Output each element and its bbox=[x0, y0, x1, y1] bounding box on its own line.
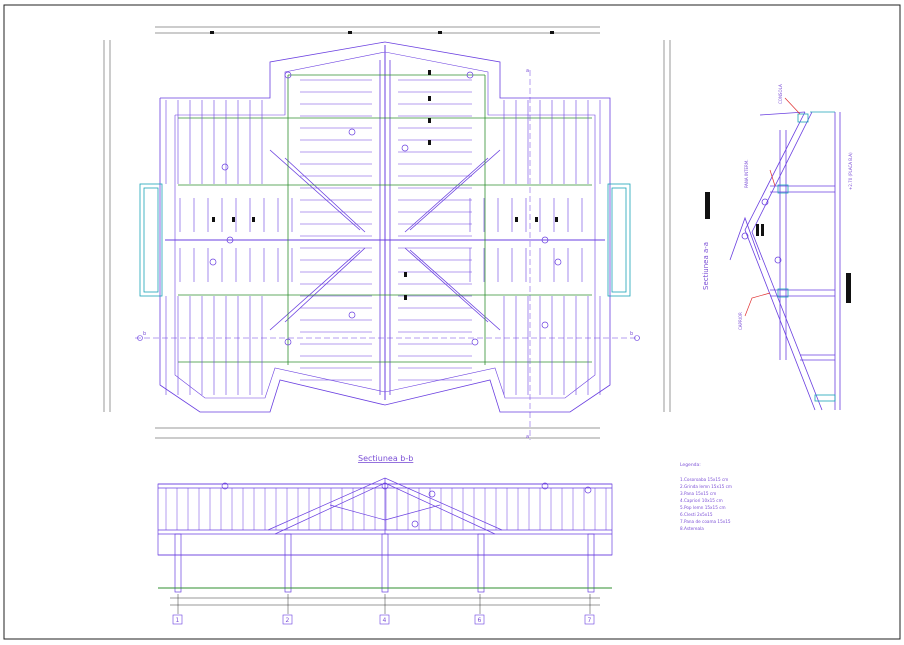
legend-item: 1.Cosoroaba 15x15 cm bbox=[680, 477, 728, 482]
sheet-border bbox=[3, 4, 901, 640]
section-cut-line-b: b b bbox=[135, 331, 640, 341]
legend-item: 3.Pana 15x15 cm bbox=[680, 491, 716, 496]
section-aa-elevation-note: +2.70 (PLACA B.A) bbox=[848, 152, 853, 190]
legend: Legenda: 1.Cosoroaba 15x15 cm 2.Grinda l… bbox=[680, 462, 732, 531]
plan-gable-overhang bbox=[139, 183, 631, 297]
annotation-caprior: CAPRIOR bbox=[738, 312, 743, 330]
section-aa bbox=[729, 111, 841, 411]
section-aa-accents bbox=[744, 97, 801, 317]
section-marker-a-bottom: a bbox=[526, 434, 529, 440]
legend-item: 6.Clesti 2x5x15 bbox=[680, 512, 713, 517]
legend-item: 5.Pop lemn 15x15 cm bbox=[680, 505, 726, 510]
axis-label: 4 bbox=[383, 617, 387, 624]
section-bb-title: Sectiunea b-b bbox=[358, 454, 413, 463]
legend-item: 8.Astereala bbox=[680, 526, 704, 531]
axis-bubbles: 1 2 4 6 7 bbox=[172, 614, 595, 625]
annotation-pana-interm: PANA INTERM. bbox=[744, 159, 749, 188]
axis-label: 6 bbox=[478, 617, 482, 624]
legend-item: 2.Grinda lemn 15x15 cm bbox=[680, 484, 732, 489]
section-marker-a-top: a bbox=[526, 68, 529, 74]
plan-structure-lines bbox=[178, 74, 592, 365]
section-bb-dimensions bbox=[170, 594, 600, 614]
section-marker-b-left: b bbox=[143, 331, 146, 337]
plan-markers bbox=[209, 71, 562, 346]
axis-label: 1 bbox=[176, 617, 180, 624]
section-marker-b-right: b bbox=[630, 331, 633, 337]
axis-bubble bbox=[584, 614, 595, 625]
axis-label: 7 bbox=[588, 617, 592, 624]
section-aa-black-tags bbox=[705, 192, 851, 303]
axis-bubble bbox=[474, 614, 485, 625]
axis-bubble bbox=[172, 614, 183, 625]
section-aa-title: Sectiunea a-a bbox=[702, 242, 710, 290]
roof-plan bbox=[103, 26, 671, 439]
section-bb bbox=[157, 477, 613, 593]
legend-title: Legenda: bbox=[680, 462, 701, 468]
axis-bubble bbox=[282, 614, 293, 625]
legend-item: 7.Pana de coama 15x15 bbox=[680, 519, 731, 524]
plan-black-tags bbox=[212, 70, 558, 300]
section-cut-line-a: a a bbox=[526, 68, 531, 440]
section-bb-slats bbox=[165, 488, 607, 530]
legend-item: 4.Capriori 10x15 cm bbox=[680, 498, 723, 503]
plan-rafters bbox=[165, 79, 601, 395]
axis-label: 2 bbox=[286, 617, 290, 624]
axis-bubble bbox=[379, 614, 390, 625]
annotation-consola: CONSOLA bbox=[778, 84, 783, 104]
